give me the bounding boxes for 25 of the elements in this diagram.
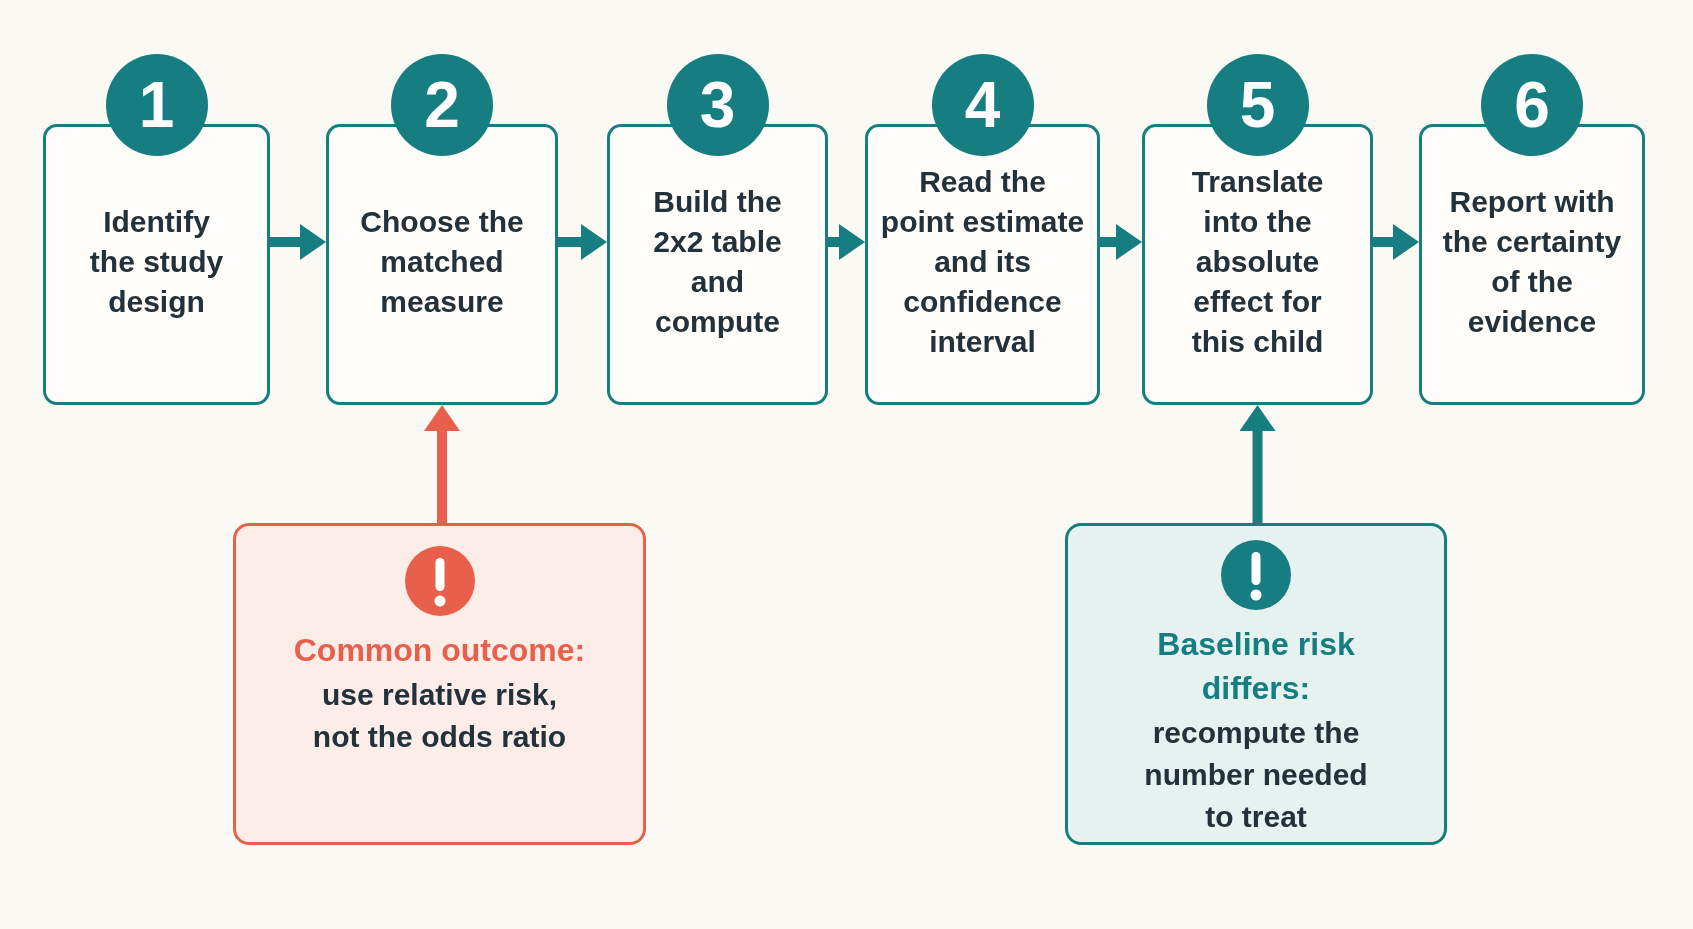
arrow: [828, 224, 865, 260]
warning-text: use relative risk, not the odds ratio: [311, 677, 568, 755]
step-number-badge: 5: [1206, 54, 1309, 156]
arrow: [1373, 224, 1419, 260]
step-text: Report with the certainty of the evidence: [1441, 183, 1623, 340]
arrow: [424, 405, 460, 523]
step-number-badge: 4: [931, 54, 1034, 156]
step-number-badge: 1: [105, 54, 208, 156]
step-number-badge: 2: [391, 54, 493, 156]
step-number-badge: 3: [666, 54, 769, 156]
step-text: Translate into the absolute effect for this child: [1190, 163, 1325, 360]
warning-card: [1065, 523, 1447, 845]
step-text: Choose the matched measure: [359, 203, 525, 320]
step-text: Read the point estimate and its confidence interval: [880, 163, 1085, 360]
warning-heading: Common outcome:: [292, 631, 587, 670]
arrow: [558, 224, 607, 260]
step-text: Build the 2x2 table and compute: [652, 183, 783, 340]
arrow: [1239, 405, 1276, 523]
warning-card: [233, 523, 646, 845]
warning-heading: Baseline risk differs:: [1156, 625, 1356, 708]
warning-text: recompute the number needed to treat: [1143, 715, 1369, 835]
step-number-badge: 6: [1481, 54, 1583, 156]
arrow: [270, 224, 326, 260]
arrow: [1100, 224, 1142, 260]
step-text: Identify the study design: [88, 203, 225, 320]
